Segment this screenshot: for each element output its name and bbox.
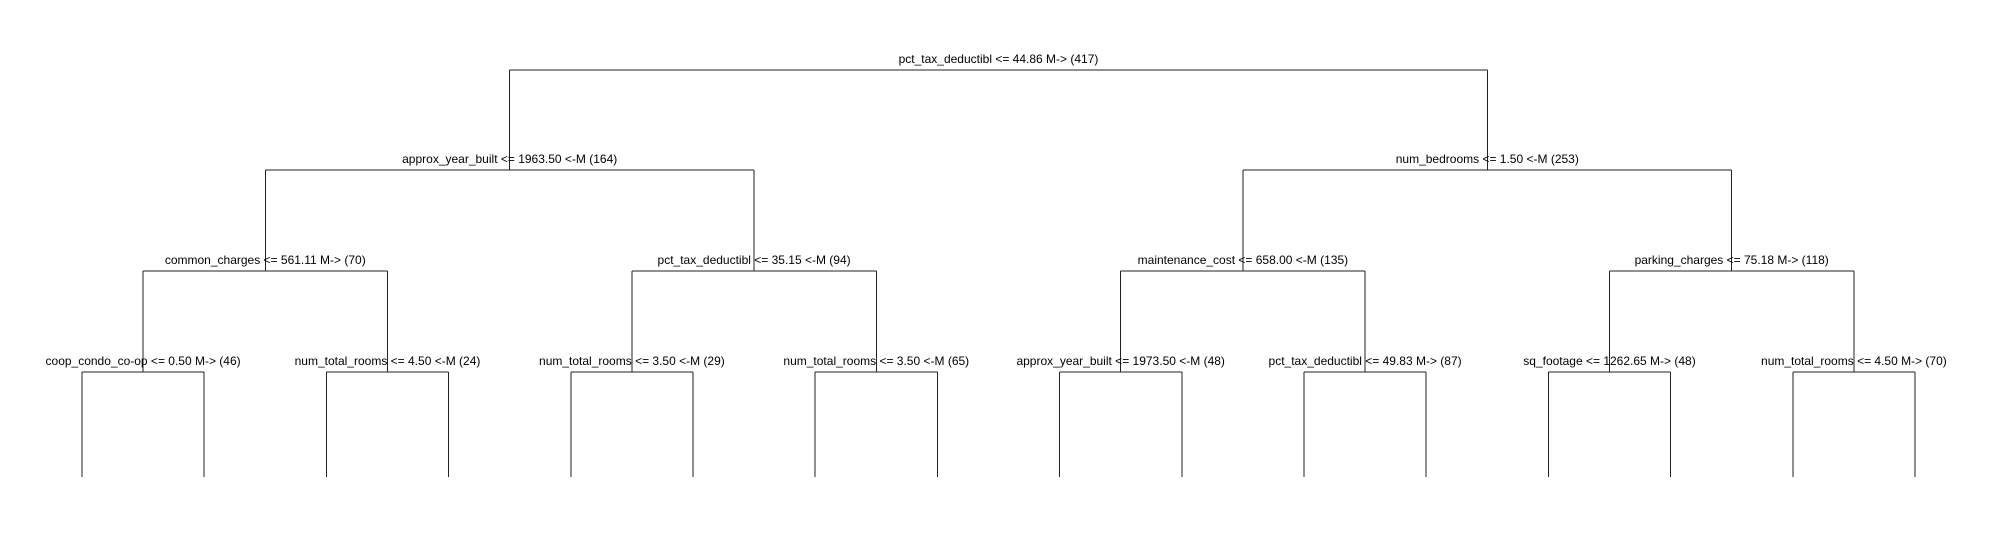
node-label: common_charges <= 561.11 M-> (70): [165, 253, 366, 267]
node-label: approx_year_built <= 1963.50 <-M (164): [402, 152, 617, 166]
node-label: pct_tax_deductibl <= 49.83 M-> (87): [1269, 354, 1462, 368]
node-label: num_total_rooms <= 4.50 M-> (70): [1761, 354, 1947, 368]
node-label: num_total_rooms <= 3.50 <-M (65): [783, 354, 969, 368]
node-label: maintenance_cost <= 658.00 <-M (135): [1138, 253, 1348, 267]
node-label: coop_condo_co-op <= 0.50 M-> (46): [46, 354, 241, 368]
tree-labels: pct_tax_deductibl <= 44.86 M-> (417) appr…: [46, 52, 1947, 368]
node-label: approx_year_built <= 1973.50 <-M (48): [1016, 354, 1224, 368]
node-label: num_total_rooms <= 4.50 <-M (24): [295, 354, 481, 368]
node-label: num_bedrooms <= 1.50 <-M (253): [1396, 152, 1579, 166]
tree-edges: [81, 69, 1916, 477]
node-label: pct_tax_deductibl <= 44.86 M-> (417): [899, 52, 1099, 66]
node-label: pct_tax_deductibl <= 35.15 <-M (94): [658, 253, 851, 267]
node-label: sq_footage <= 1262.65 M-> (48): [1523, 354, 1695, 368]
node-label: parking_charges <= 75.18 M-> (118): [1635, 253, 1829, 267]
node-label: num_total_rooms <= 3.50 <-M (29): [539, 354, 725, 368]
